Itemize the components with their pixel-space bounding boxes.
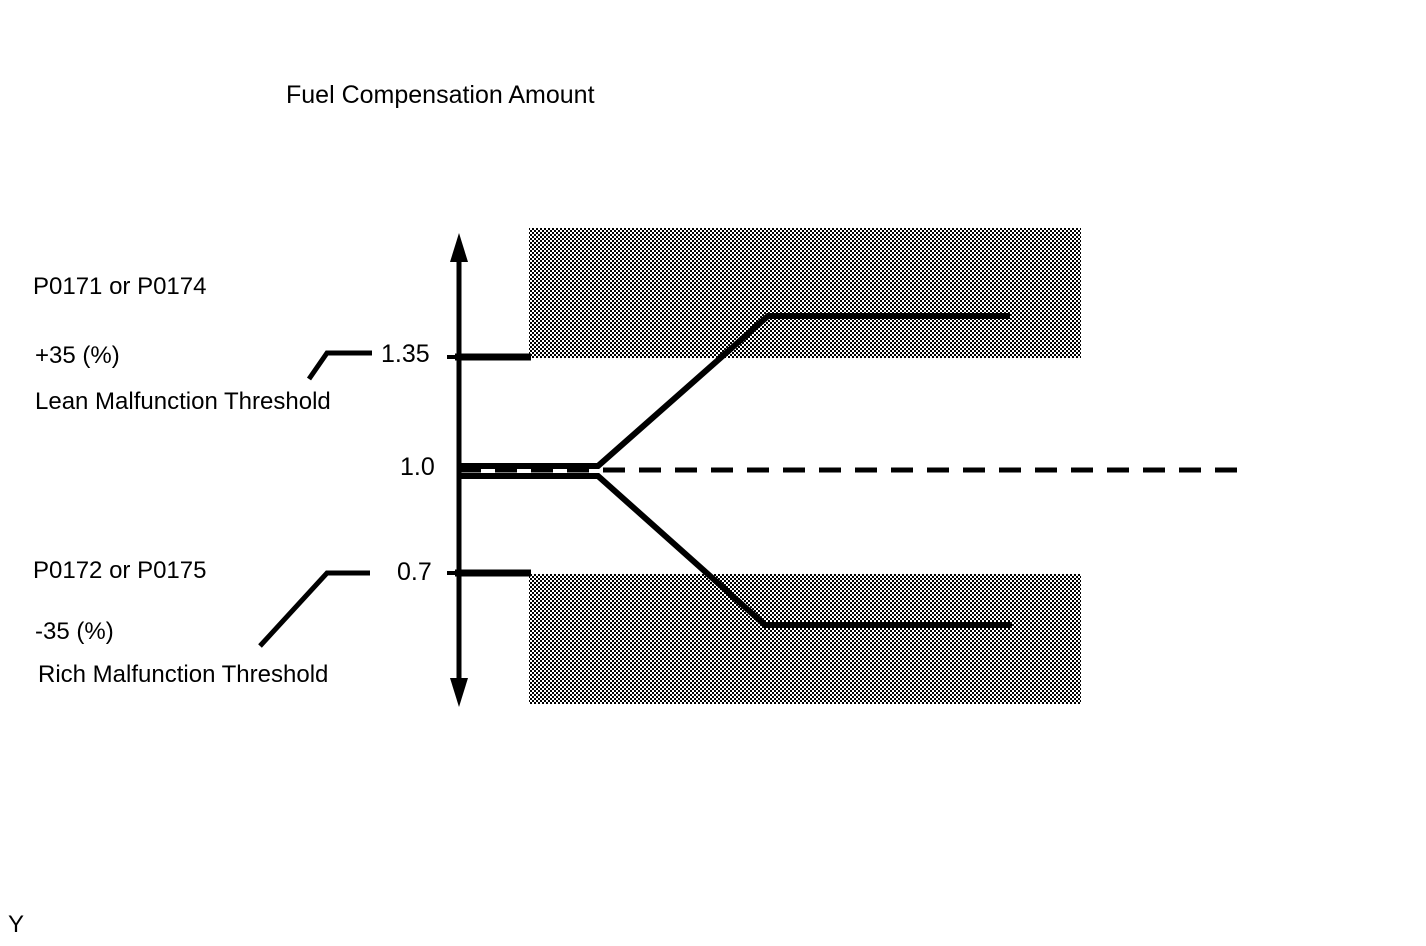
- rich-percent-label: -35 (%): [35, 618, 114, 645]
- lean-leader-line: [306, 350, 372, 381]
- lean-malfunction-region: [529, 228, 1081, 358]
- rich-trace-line: [459, 473, 1012, 628]
- lean-threshold-label: Lean Malfunction Threshold: [35, 388, 331, 415]
- axis-tick-label-135: 1.35: [381, 340, 430, 368]
- lean-dtc-code-label: P0171 or P0174: [33, 273, 207, 300]
- rich-malfunction-region: [529, 574, 1081, 704]
- axis-tick-label-07: 0.7: [397, 558, 432, 586]
- rich-dtc-code-label: P0172 or P0175: [33, 557, 207, 584]
- lean-percent-label: +35 (%): [35, 342, 120, 369]
- rich-leader-line: [258, 570, 370, 648]
- page-title: Fuel Compensation Amount: [286, 81, 595, 109]
- corner-mark-label: Y: [8, 911, 25, 938]
- y-axis-arrow-up-icon: [450, 233, 468, 262]
- rich-threshold-label: Rich Malfunction Threshold: [38, 661, 329, 688]
- lean-trace-line: [459, 313, 1010, 469]
- y-axis-arrow-down-icon: [450, 678, 468, 707]
- axis-tick-label-10: 1.0: [400, 453, 435, 481]
